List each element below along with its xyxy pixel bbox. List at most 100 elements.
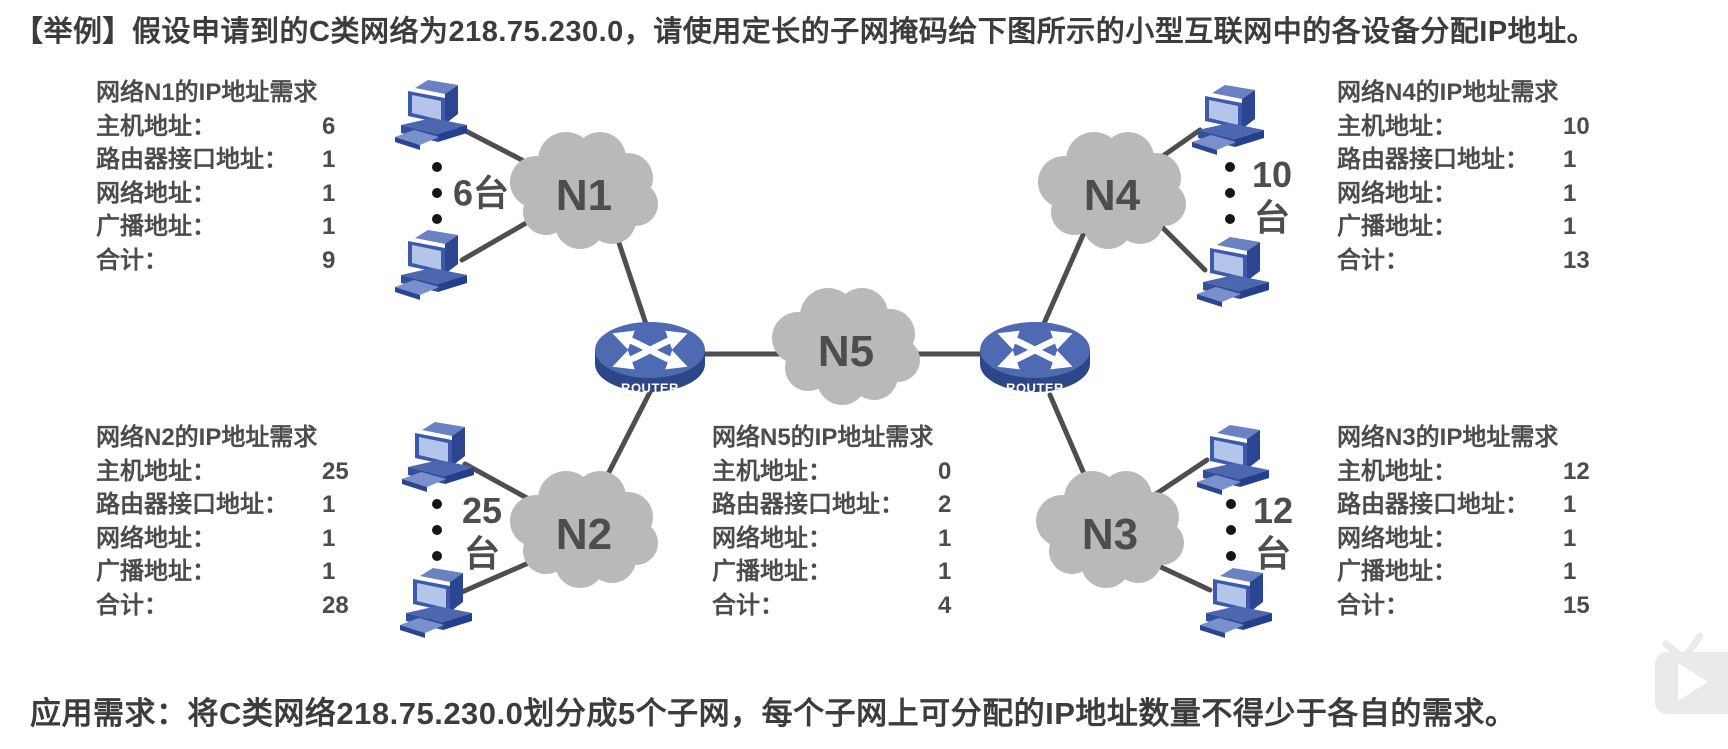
requirement-value: 1 bbox=[1563, 213, 1577, 240]
page-title: 【举例】假设申请到的C类网络为218.75.230.0，请使用定长的子网掩码给下… bbox=[14, 16, 1597, 48]
n5-requirements-title: 网络N5的IP地址需求 bbox=[712, 424, 934, 451]
requirement-row: 合计： 13 bbox=[1337, 244, 1637, 278]
requirement-row: 广播地址： 1 bbox=[712, 555, 1012, 589]
requirement-value: 15 bbox=[1563, 591, 1590, 619]
requirement-row: 网络地址： 1 bbox=[1337, 522, 1637, 556]
requirement-label: 路由器接口地址： bbox=[96, 146, 288, 173]
n1-requirements: 网络N1的IP地址需求 主机地址： 6 路由器接口地址： 1 网络地址： 1 广… bbox=[96, 76, 396, 277]
router2-label: ROUTER bbox=[1006, 380, 1064, 396]
cloud-label-n1: N1 bbox=[555, 171, 613, 220]
requirement-label: 合计： bbox=[1337, 246, 1409, 274]
requirement-value: 1 bbox=[322, 179, 336, 207]
cloud-label-n5: N5 bbox=[817, 327, 875, 376]
requirement-row: 主机地址： 6 bbox=[96, 110, 396, 144]
link-n3-router2 bbox=[1047, 392, 1091, 486]
requirement-label: 主机地址： bbox=[1337, 112, 1457, 140]
requirement-row: 主机地址： 12 bbox=[1337, 455, 1637, 489]
requirement-label: 网络地址： bbox=[712, 524, 832, 552]
requirement-row: 网络地址： 1 bbox=[712, 522, 1012, 556]
requirement-value: 1 bbox=[1563, 146, 1577, 173]
requirement-row: 合计： 4 bbox=[712, 589, 1012, 623]
requirement-value: 1 bbox=[322, 558, 336, 585]
requirement-label: 广播地址： bbox=[96, 558, 216, 585]
requirement-label: 合计： bbox=[712, 591, 784, 619]
requirement-label: 路由器接口地址： bbox=[1337, 146, 1529, 173]
requirement-value: 2 bbox=[938, 491, 952, 518]
requirement-value: 1 bbox=[938, 558, 952, 585]
requirement-row: 合计： 15 bbox=[1337, 589, 1637, 623]
host-count-n2: 25 台 bbox=[461, 490, 503, 574]
requirement-value: 9 bbox=[322, 246, 336, 274]
requirement-label: 合计： bbox=[1337, 591, 1409, 619]
requirement-row: 广播地址： 1 bbox=[1337, 555, 1637, 589]
requirement-label: 网络地址： bbox=[1337, 179, 1457, 207]
computer-icon bbox=[402, 422, 474, 492]
n3-requirements: 网络N3的IP地址需求 主机地址： 12 路由器接口地址： 1 网络地址： 1 … bbox=[1337, 421, 1637, 622]
video-logo-watermark-icon bbox=[1655, 632, 1728, 714]
requirement-row: 合计： 9 bbox=[96, 244, 396, 278]
application-requirement: 应用需求：将C类网络218.75.230.0划分成5个子网，每个子网上可分配的I… bbox=[30, 696, 1517, 731]
requirement-value: 28 bbox=[322, 591, 349, 619]
link-n1-router1 bbox=[615, 237, 651, 333]
requirement-value: 13 bbox=[1563, 246, 1590, 274]
requirement-row: 广播地址： 1 bbox=[1337, 210, 1637, 244]
requirement-label: 合计： bbox=[96, 246, 168, 274]
requirement-label: 广播地址： bbox=[712, 558, 832, 585]
requirement-value: 4 bbox=[938, 591, 952, 619]
requirement-label: 网络地址： bbox=[96, 179, 216, 207]
requirement-label: 主机地址： bbox=[96, 112, 216, 140]
n2-requirements-title: 网络N2的IP地址需求 bbox=[96, 424, 318, 451]
requirement-row: 路由器接口地址： 1 bbox=[96, 488, 396, 522]
requirement-value: 1 bbox=[322, 213, 336, 240]
computer-icon bbox=[1200, 568, 1272, 638]
requirement-value: 0 bbox=[938, 457, 952, 485]
host-count-n4: 10 台 bbox=[1251, 154, 1293, 238]
requirement-value: 12 bbox=[1563, 457, 1590, 485]
requirement-label: 广播地址： bbox=[1337, 558, 1457, 585]
requirement-row: 网络地址： 1 bbox=[96, 522, 396, 556]
requirement-row: 广播地址： 1 bbox=[96, 555, 396, 589]
cloud-label-n4: N4 bbox=[1083, 171, 1141, 220]
requirement-label: 路由器接口地址： bbox=[96, 491, 288, 518]
requirement-label: 路由器接口地址： bbox=[712, 491, 904, 518]
requirement-label: 主机地址： bbox=[96, 457, 216, 485]
requirement-label: 广播地址： bbox=[96, 213, 216, 240]
requirement-value: 1 bbox=[322, 146, 336, 173]
n1-requirements-title: 网络N1的IP地址需求 bbox=[96, 79, 318, 106]
requirement-value: 10 bbox=[1563, 112, 1590, 140]
requirement-row: 合计： 28 bbox=[96, 589, 396, 623]
ellipsis-dots-icon bbox=[432, 162, 442, 224]
requirement-row: 主机地址： 25 bbox=[96, 455, 396, 489]
host-count-n1: 6台 bbox=[452, 172, 510, 214]
requirement-value: 25 bbox=[322, 457, 349, 485]
requirement-label: 主机地址： bbox=[1337, 457, 1457, 485]
n2-requirements: 网络N2的IP地址需求 主机地址： 25 路由器接口地址： 1 网络地址： 1 … bbox=[96, 421, 396, 622]
link-n4-router2 bbox=[1039, 232, 1086, 331]
computer-icon bbox=[1192, 85, 1264, 155]
n4-requirements-title: 网络N4的IP地址需求 bbox=[1337, 79, 1559, 106]
requirement-value: 6 bbox=[322, 112, 336, 140]
requirement-label: 网络地址： bbox=[96, 524, 216, 552]
requirement-value: 1 bbox=[1563, 179, 1577, 207]
n5-requirements: 网络N5的IP地址需求 主机地址： 0 路由器接口地址： 2 网络地址： 1 广… bbox=[712, 421, 1012, 622]
requirement-row: 广播地址： 1 bbox=[96, 210, 396, 244]
requirement-label: 路由器接口地址： bbox=[1337, 491, 1529, 518]
computer-icon bbox=[400, 568, 472, 638]
router1-label: ROUTER bbox=[621, 380, 679, 396]
requirement-value: 1 bbox=[1563, 558, 1577, 585]
requirement-label: 合计： bbox=[96, 591, 168, 619]
requirement-row: 路由器接口地址： 1 bbox=[1337, 143, 1637, 177]
cloud-label-n3: N3 bbox=[1081, 510, 1139, 559]
requirement-row: 主机地址： 0 bbox=[712, 455, 1012, 489]
requirement-label: 主机地址： bbox=[712, 457, 832, 485]
host-count-n3: 12 台 bbox=[1252, 490, 1294, 574]
requirement-label: 网络地址： bbox=[1337, 524, 1457, 552]
requirement-value: 1 bbox=[322, 524, 336, 552]
requirement-value: 1 bbox=[938, 524, 952, 552]
requirement-row: 路由器接口地址： 2 bbox=[712, 488, 1012, 522]
ellipsis-dots-icon bbox=[1226, 499, 1236, 561]
computer-icon bbox=[395, 80, 467, 150]
cloud-label-n2: N2 bbox=[555, 510, 613, 559]
